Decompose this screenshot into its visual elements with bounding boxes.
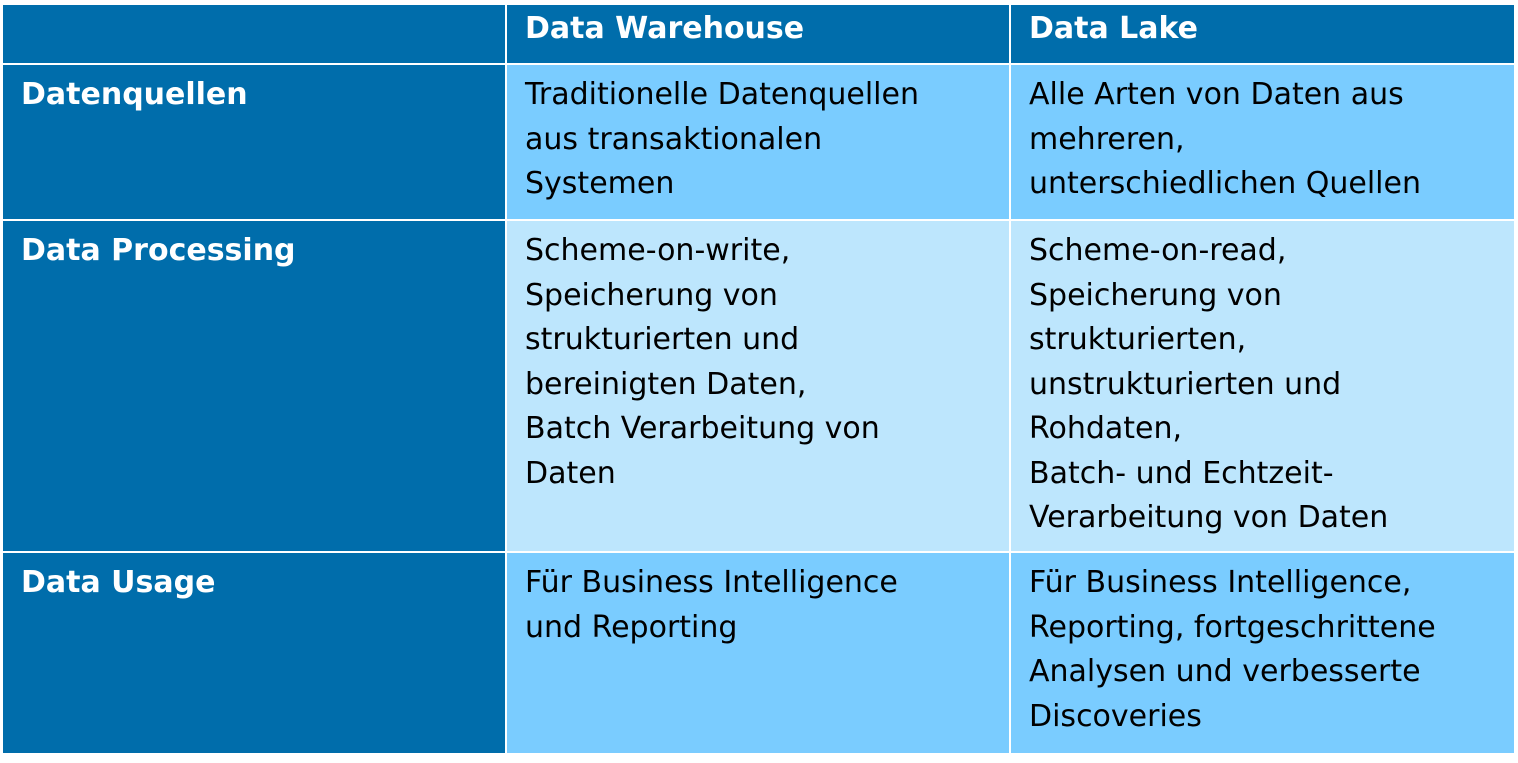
cell-line: Rohdaten, [1029, 411, 1183, 446]
warehouse-cell: Scheme-on-write, Speicherung von struktu… [505, 219, 1011, 553]
cell-line: bereinigten Daten, [525, 366, 807, 402]
cell-line: Verarbeitung von Daten [1029, 500, 1389, 535]
warehouse-cell: Traditionelle Datenquellen aus transakti… [505, 63, 1011, 221]
cell-line: strukturierten und [525, 322, 800, 357]
table-row: Datenquellen Traditionelle Datenquellen … [3, 63, 1514, 221]
cell-line: Scheme-on-write, [525, 233, 791, 268]
cell-line: Alle Arten von Daten aus [1029, 77, 1404, 112]
cell-line: strukturierten, [1029, 322, 1247, 357]
cell-line: Für Business Intelligence, [1029, 565, 1412, 600]
header-empty [3, 5, 507, 65]
cell-line: Scheme-on-read, [1029, 233, 1287, 268]
row-label: Datenquellen [3, 63, 507, 221]
cell-line: Reporting, fortgeschrittene [1029, 609, 1436, 645]
cell-line: Discoveries [1029, 698, 1202, 734]
cell-line: Speicherung von [525, 277, 778, 313]
lake-cell: Scheme-on-read, Speicherung von struktur… [1009, 219, 1514, 553]
cell-line: Systemen [525, 166, 675, 201]
cell-line: Für Business Intelligence [525, 565, 898, 600]
lake-cell: Für Business Intelligence, Reporting, fo… [1009, 551, 1514, 753]
header-row: Data Warehouse Data Lake [3, 5, 1514, 65]
cell-line: Analysen und verbesserte [1029, 654, 1421, 689]
cell-line: Batch Verarbeitung von [525, 411, 880, 446]
header-data-lake: Data Lake [1009, 5, 1514, 65]
cell-line: Traditionelle Datenquellen [525, 77, 919, 112]
cell-line: aus transaktionalen [525, 121, 823, 157]
cell-line: Daten [525, 455, 616, 491]
lake-cell: Alle Arten von Daten aus mehreren, unter… [1009, 63, 1514, 221]
header-data-warehouse: Data Warehouse [505, 5, 1011, 65]
cell-line: unstrukturierten und [1029, 366, 1342, 402]
row-label: Data Usage [3, 551, 507, 753]
table-row: Data Processing Scheme-on-write, Speiche… [3, 219, 1514, 553]
comparison-table: Data Warehouse Data Lake Datenquellen Tr… [3, 5, 1514, 753]
cell-line: unterschiedlichen Quellen [1029, 166, 1421, 201]
cell-line: Speicherung von [1029, 277, 1282, 313]
table-row: Data Usage Für Business Intelligence und… [3, 551, 1514, 753]
cell-line: mehreren, [1029, 121, 1185, 157]
row-label: Data Processing [3, 219, 507, 553]
cell-line: und Reporting [525, 609, 738, 645]
warehouse-cell: Für Business Intelligence und Reporting [505, 551, 1011, 753]
cell-line: Batch- und Echtzeit- [1029, 455, 1334, 491]
